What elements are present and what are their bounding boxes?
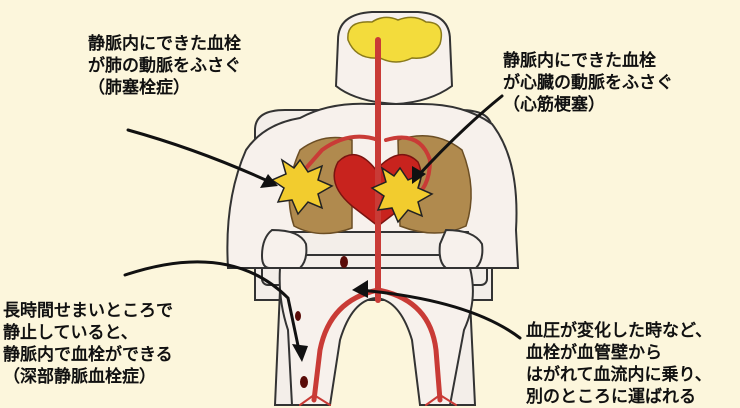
- caption-line: 血圧が変化した時など、: [526, 320, 712, 342]
- caption-line: 静止していると、: [3, 322, 173, 344]
- caption-line: 静脈内で血栓ができる: [3, 344, 173, 366]
- caption-line: 長時間せまいところで: [3, 300, 173, 322]
- deep-vein-thrombosis-caption: 長時間せまいところで 静止していると、 静脈内で血栓ができる （深部静脈血栓症）: [3, 300, 173, 388]
- caption-line: 別のところに運ばれる: [526, 386, 712, 408]
- caption-line: （心筋梗塞）: [503, 94, 673, 116]
- caption-line: が肺の動脈をふさぐ: [88, 55, 241, 77]
- caption-line: 静脈内にできた血栓: [88, 33, 241, 55]
- caption-line: （肺塞栓症）: [88, 77, 241, 99]
- caption-line: が心臓の動脈をふさぐ: [503, 72, 673, 94]
- caption-line: はがれて血流内に乗り、: [526, 364, 712, 386]
- pulmonary-embolism-caption: 静脈内にできた血栓 が肺の動脈をふさぐ （肺塞栓症）: [88, 33, 241, 99]
- myocardial-infarction-caption: 静脈内にできた血栓 が心臓の動脈をふさぐ （心筋梗塞）: [503, 50, 673, 116]
- caption-line: 静脈内にできた血栓: [503, 50, 673, 72]
- brain: [348, 17, 442, 62]
- embolus-travel-caption: 血圧が変化した時など、 血栓が血管壁から はがれて血流内に乗り、 別のところに運…: [526, 320, 712, 408]
- caption-line: 血栓が血管壁から: [526, 342, 712, 364]
- caption-line: （深部静脈血栓症）: [3, 366, 173, 388]
